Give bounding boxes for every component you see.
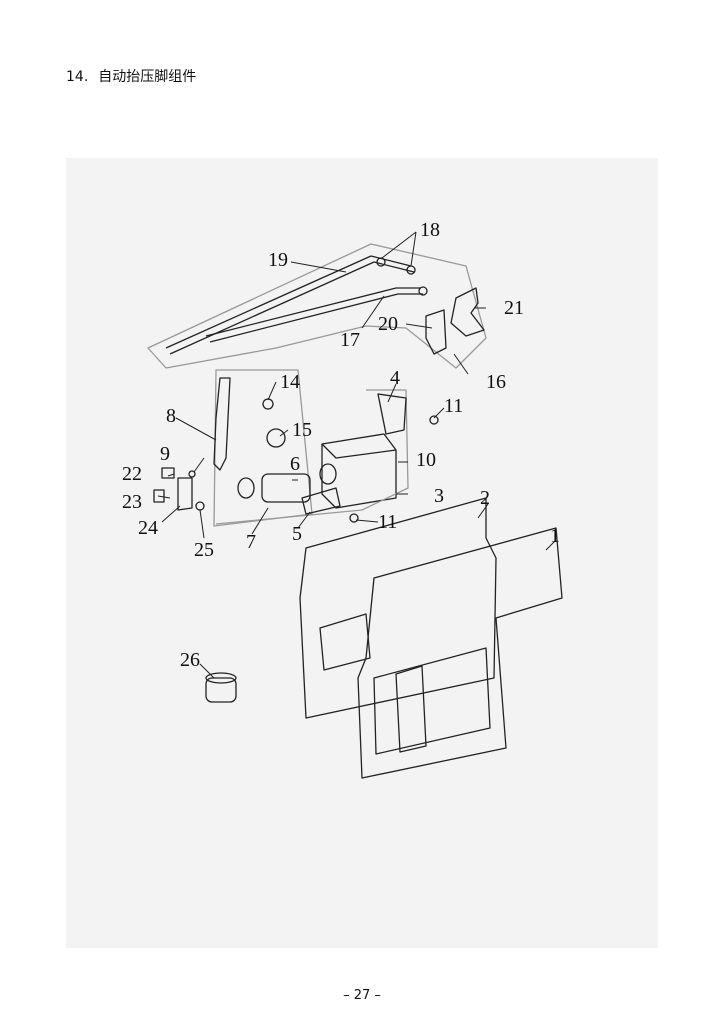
plate-5: [301, 487, 341, 515]
callout-4: 4: [390, 367, 400, 389]
part-23: [153, 489, 165, 503]
callout-2: 2: [480, 487, 490, 509]
bracket-21: [450, 287, 485, 337]
bushing-26-top: [205, 672, 237, 684]
page-number: – 27 –: [343, 988, 381, 1003]
right-group-outline: [215, 389, 409, 525]
rod-17: [205, 287, 421, 337]
cover-plate-1: [357, 527, 563, 779]
box-10: [321, 433, 397, 509]
lever-20: [425, 309, 447, 355]
screw-14: [262, 398, 274, 410]
rod-19: [165, 255, 412, 349]
callout-23: 23: [122, 491, 142, 513]
callout-24: 24: [138, 517, 158, 539]
callout-9: 9: [160, 443, 170, 465]
spring-18a: [376, 257, 386, 267]
callout-21: 21: [504, 297, 524, 319]
knob-15: [266, 428, 286, 448]
callout-18: 18: [420, 219, 440, 241]
callout-15: 15: [292, 419, 312, 441]
gasket-2-cutout: [319, 613, 371, 671]
rod-17-inner: [209, 293, 423, 343]
plunger-6: [237, 477, 255, 499]
section-number: 14.: [66, 69, 89, 85]
pin-9: [188, 470, 196, 478]
spring-18c: [418, 286, 428, 296]
linkage-group-outline: [147, 243, 487, 369]
callout-10: 10: [416, 449, 436, 471]
callout-17: 17: [340, 329, 360, 351]
callout-labels: 1 2 3 4 5 6 7 8 9 10 11 11 14 15 16 17 1…: [122, 219, 560, 671]
screw-11b: [349, 513, 359, 523]
section-heading: 14. 自动抬压脚组件: [66, 66, 196, 86]
bushing-26: [205, 677, 237, 703]
box-10-port: [319, 463, 337, 485]
callout-3: 3: [434, 485, 444, 507]
solenoid-6: [261, 473, 311, 503]
exploded-parts-diagram: 1 2 3 4 5 6 7 8 9 10 11 11 14 15 16 17 1…: [66, 158, 658, 948]
callout-5: 5: [292, 523, 302, 545]
cover-plate-window: [373, 647, 491, 755]
screw-25: [195, 501, 205, 511]
callout-26: 26: [180, 649, 200, 671]
part-22: [161, 467, 175, 479]
callout-6: 6: [290, 453, 300, 475]
leader-lines: [157, 231, 557, 679]
rod-19-inner: [169, 261, 415, 355]
parts-drawing: 1 2 3 4 5 6 7 8 9 10 11 11 14 15 16 17 1…: [122, 219, 563, 779]
section-title: 自动抬压脚组件: [98, 69, 197, 85]
callout-7: 7: [246, 531, 256, 553]
cover-plate-rib: [395, 665, 427, 753]
bracket-4: [377, 393, 407, 435]
screw-11a: [429, 415, 439, 425]
left-group-outline: [213, 369, 313, 527]
callout-11-lower: 11: [378, 511, 397, 533]
box-10-top: [321, 443, 397, 459]
callout-25: 25: [194, 539, 214, 561]
callout-8: 8: [166, 405, 176, 427]
callout-22: 22: [122, 463, 142, 485]
callout-14: 14: [280, 371, 300, 393]
gasket-2: [299, 497, 497, 719]
arm-8: [213, 377, 231, 471]
callout-16: 16: [486, 371, 506, 393]
callout-11-upper: 11: [444, 395, 463, 417]
callout-20: 20: [378, 313, 398, 335]
callout-1: 1: [550, 525, 560, 547]
callout-19: 19: [268, 249, 288, 271]
bracket-24: [177, 477, 193, 511]
